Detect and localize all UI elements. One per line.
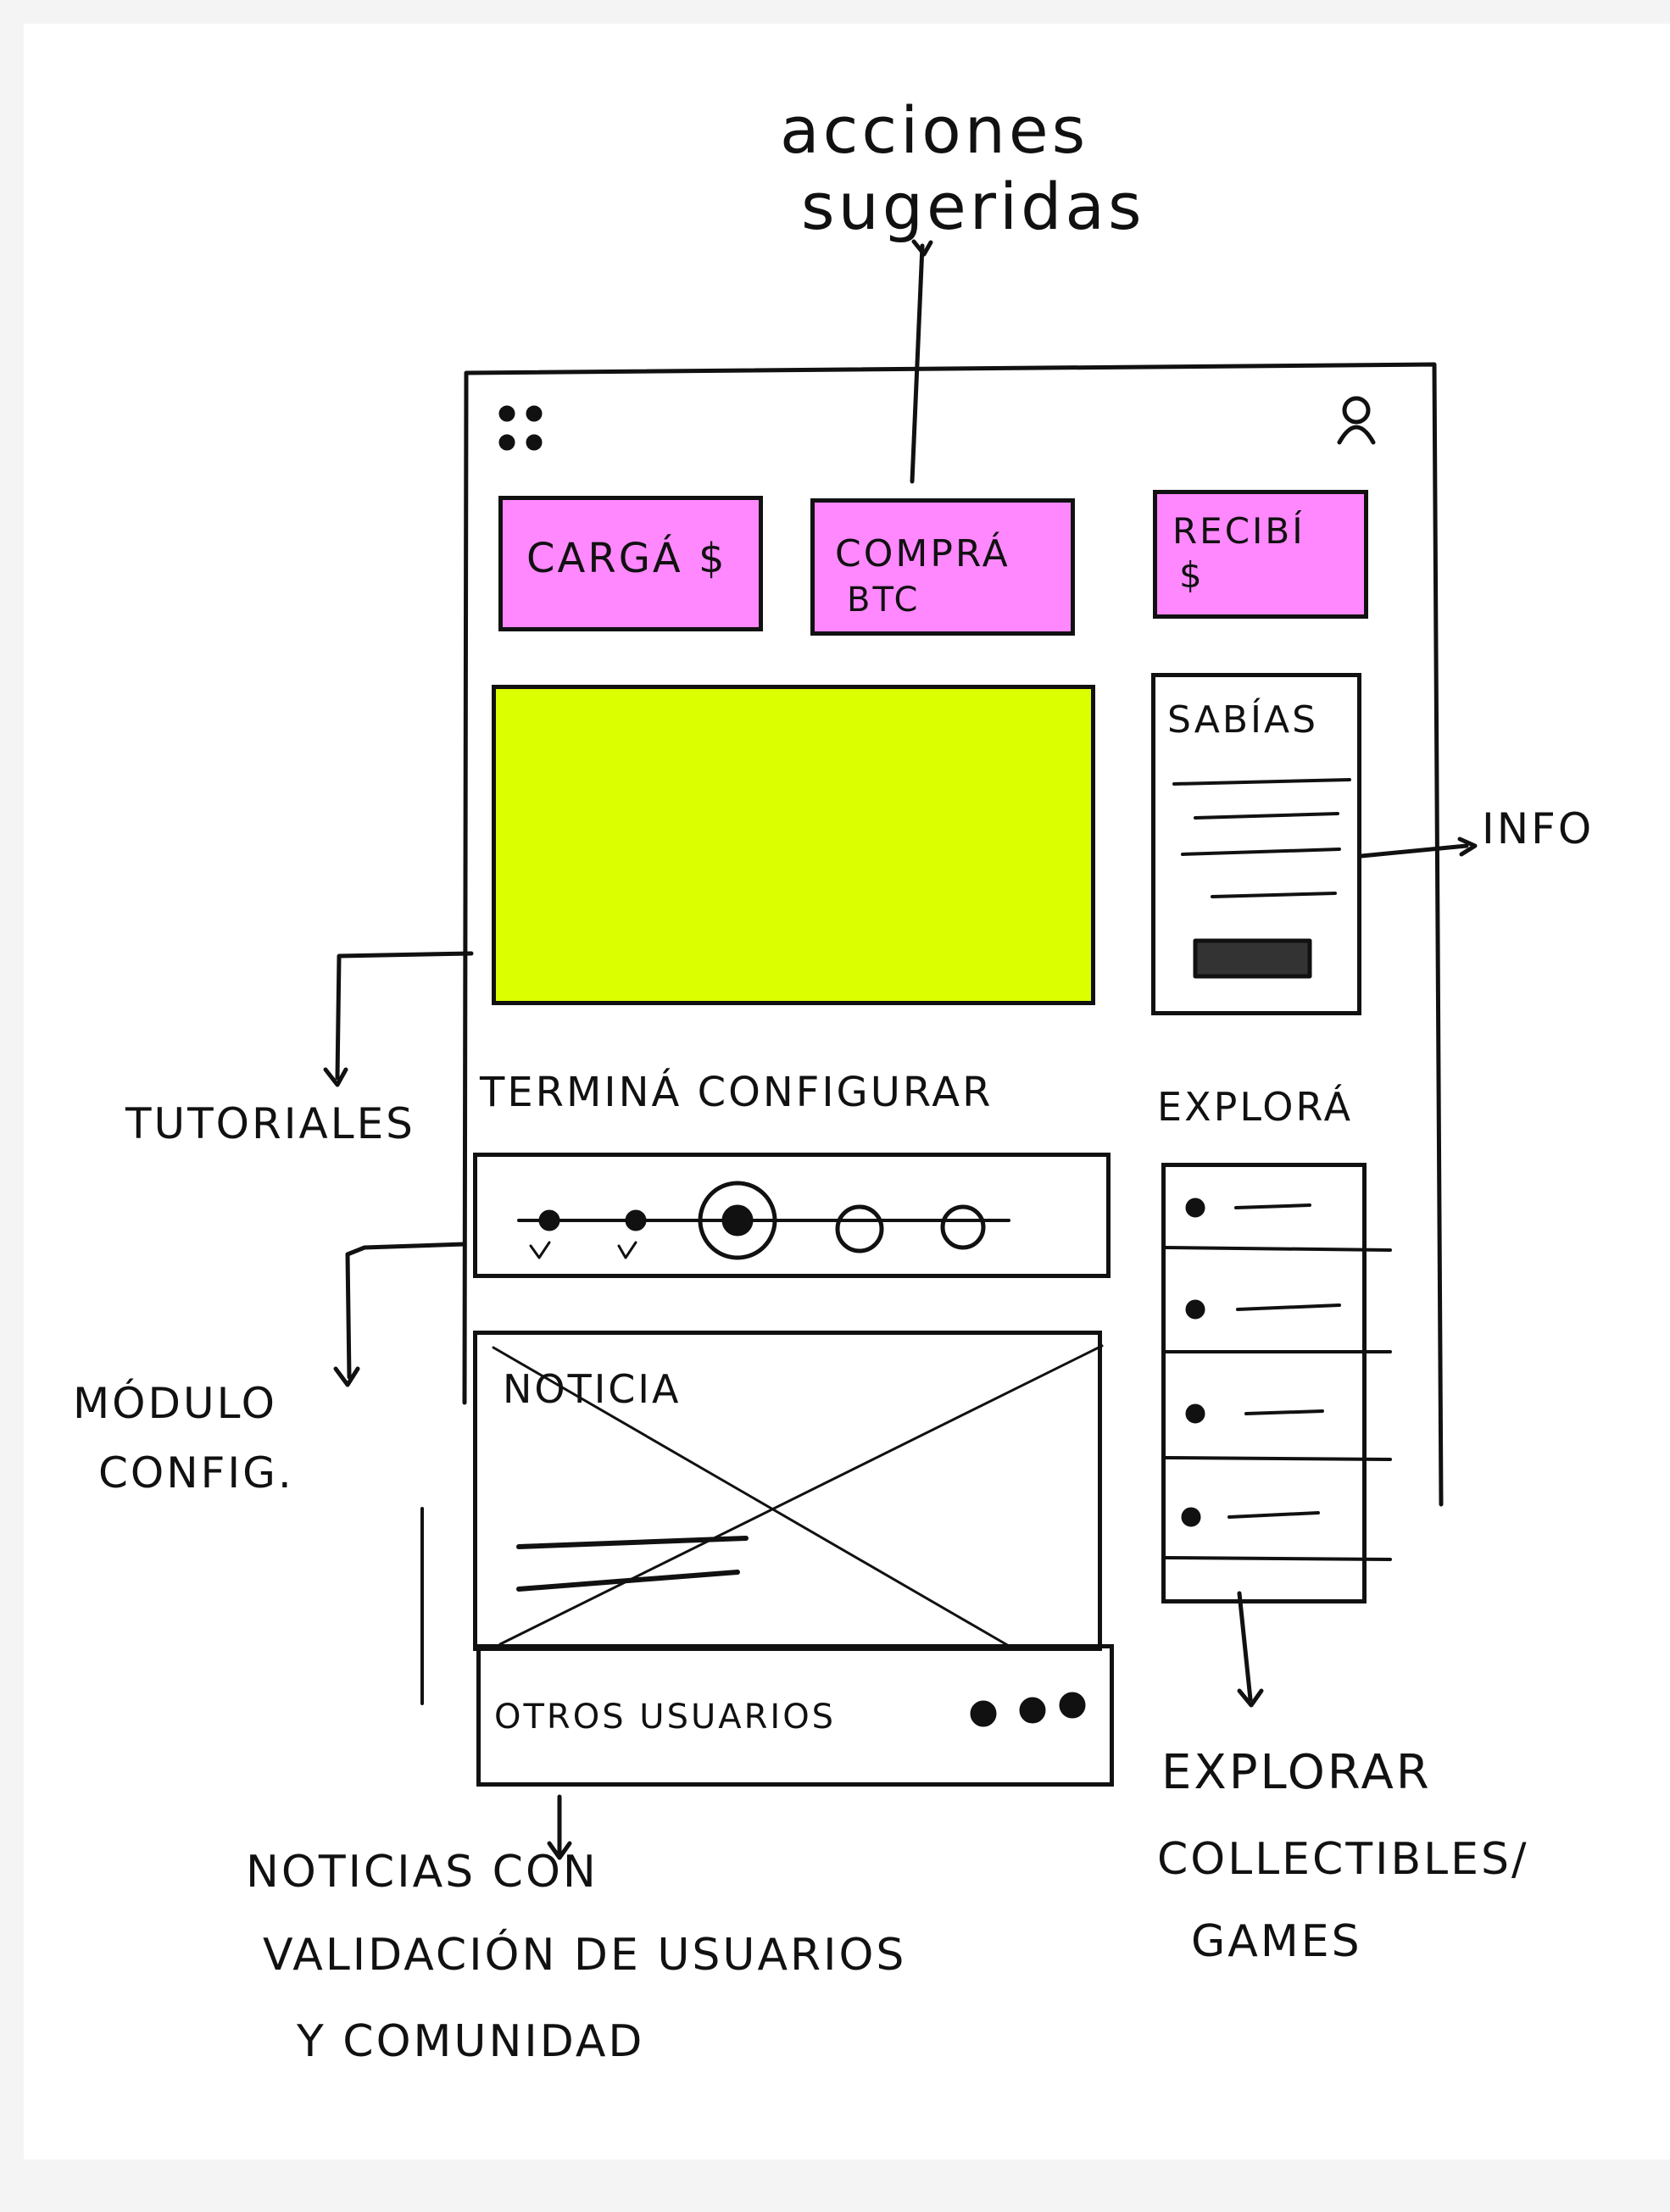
- action-button-carga[interactable]: CARGÁ $: [498, 496, 763, 631]
- annotation-explore-1: EXPLORAR: [1161, 1745, 1432, 1800]
- annotation-explore-3: GAMES: [1191, 1916, 1362, 1967]
- avatar-2: [1019, 1697, 1046, 1724]
- news-footer[interactable]: OTROS USUARIOS: [476, 1644, 1114, 1787]
- annotation-news-2: VALIDACIÓN DE USUARIOS: [263, 1930, 907, 1981]
- user-icon[interactable]: [1331, 390, 1382, 449]
- annotation-info: INFO: [1482, 804, 1595, 853]
- annotation-news-1: NOTICIAS CON: [246, 1847, 598, 1898]
- action-button-compra[interactable]: COMPRÁ BTC: [810, 498, 1075, 636]
- info-cta: [1193, 938, 1312, 979]
- annotation-config-1: MÓDULO: [73, 1379, 278, 1428]
- news-footer-label: OTROS USUARIOS: [494, 1698, 837, 1737]
- paper-sheet: [24, 24, 1670, 2159]
- annotation-config-2: CONFIG.: [98, 1448, 294, 1498]
- annotation-suggested-actions-1: acciones: [780, 92, 1089, 168]
- explore-list[interactable]: [1161, 1163, 1367, 1603]
- annotation-suggested-actions-2: sugeridas: [801, 169, 1145, 244]
- action-label-line-1: COMPRÁ: [835, 532, 1010, 575]
- info-card[interactable]: SABÍAS: [1151, 673, 1361, 1015]
- avatar-3: [1059, 1692, 1086, 1719]
- annotation-tutorials: TUTORIALES: [125, 1099, 415, 1148]
- action-label-line-2: $: [1179, 554, 1205, 596]
- arrow-explore: [1237, 1591, 1253, 1702]
- menu-icon[interactable]: [492, 398, 551, 458]
- news-card[interactable]: NOTICIA: [473, 1331, 1102, 1651]
- setup-stepper-module[interactable]: [473, 1153, 1111, 1278]
- arrow-suggested-actions: [910, 243, 925, 484]
- arrow-info: [1359, 843, 1469, 859]
- news-title: NOTICIA: [503, 1366, 682, 1412]
- setup-title: TERMINÁ CONFIGURAR: [480, 1069, 994, 1116]
- annotation-explore-2: COLLECTIBLES/: [1157, 1834, 1529, 1885]
- info-card-title: SABÍAS: [1167, 698, 1319, 742]
- arrow-tutorials: [335, 951, 474, 1081]
- play-icon[interactable]: [709, 780, 810, 881]
- explore-title: EXPLORÁ: [1157, 1084, 1354, 1130]
- news-cross: [492, 1344, 1104, 1648]
- tutorial-video[interactable]: [492, 685, 1095, 1005]
- action-label-line-1: RECIBÍ: [1172, 510, 1305, 552]
- explore-rows: [1164, 1203, 1392, 1561]
- avatar-1: [970, 1700, 997, 1727]
- action-label: CARGÁ $: [526, 535, 727, 582]
- action-label-line-2: BTC: [847, 581, 921, 620]
- arrow-config: [345, 1242, 467, 1380]
- phone-frame: [462, 362, 1444, 1507]
- info-lines: [1172, 778, 1351, 898]
- action-button-recibi[interactable]: RECIBÍ $: [1153, 490, 1368, 619]
- annotation-news-3: Y COMUNIDAD: [297, 2016, 645, 2067]
